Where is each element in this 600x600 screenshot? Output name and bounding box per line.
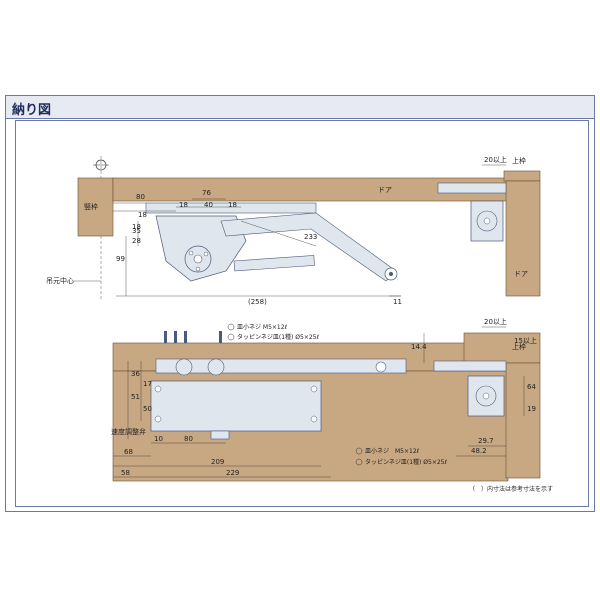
drawing-area: 竪枠 ドア [15, 120, 589, 507]
dim-40: 40 [204, 201, 213, 209]
dim-20b: 20以上 [484, 317, 507, 326]
dim-80b: 80 [184, 435, 193, 443]
dim-76: 76 [202, 189, 211, 197]
dim-258: (258) [248, 298, 267, 306]
side-door-top [505, 180, 541, 297]
dim-15: 15以上 [514, 336, 537, 345]
top-frame-label-2: 上枠 [512, 342, 526, 351]
dim-18b: 18 [228, 201, 237, 209]
dim-209: 209 [211, 458, 224, 466]
dim-229: 229 [226, 469, 239, 477]
dim-64: 64 [527, 383, 536, 391]
dim-50: 50 [143, 405, 152, 413]
dim-17: 17 [143, 380, 152, 388]
dim-20a: 20以上 [484, 155, 507, 164]
top-frame-label: 上枠 [512, 156, 526, 165]
dim-80: 80 [136, 193, 145, 201]
screw-note-2: タッピンネジ皿(1種) Ø5×25ℓ [237, 333, 319, 341]
side-view-bottom: 上枠 20以上 14.4 15以上 64 19 29.7 48.2 [411, 317, 541, 479]
closer-main-body [150, 380, 322, 432]
side-door-bottom [505, 362, 541, 479]
top-view: 竪枠 ドア [46, 156, 509, 306]
dim-18c: 18 [138, 211, 147, 219]
dim-18d: 18 [132, 223, 141, 231]
dim-10: 10 [154, 435, 163, 443]
side-view-top: 上枠 ドア 20以上 [437, 155, 541, 297]
dim-18a: 18 [179, 201, 188, 209]
bottom-view: 36 51 17 50 10 80 68 209 58 229 速度調整弁 皿小… [111, 323, 509, 482]
door-label-2: ドア [514, 270, 528, 278]
screw-note-4: タッピンネジ皿(1種) Ø5×25ℓ [365, 458, 447, 466]
header-bar: 納り図 [6, 96, 594, 119]
hinge-center-label: 吊元中心 [46, 276, 74, 285]
dim-233: 233 [304, 233, 317, 241]
page-title: 納り図 [12, 103, 52, 118]
screw-note-3: 皿小ネジ M5×12ℓ [365, 447, 419, 455]
footnote: （ ）内寸法は参考寸法を示す [469, 485, 553, 493]
dim-99: 99 [116, 255, 125, 263]
dim-29-7: 29.7 [478, 437, 494, 445]
main-arm [220, 212, 397, 282]
dim-58: 58 [121, 469, 130, 477]
drawing-frame: 納り図 竪枠 ドア [5, 95, 595, 512]
dim-35: 35 [132, 227, 141, 235]
screw-note-1: 皿小ネジ M5×12ℓ [237, 323, 287, 331]
installation-diagram: 竪枠 ドア [46, 155, 553, 493]
dim-19: 19 [527, 405, 536, 413]
door-label: ドア [378, 186, 392, 194]
dim-11: 11 [393, 298, 402, 306]
dim-68: 68 [124, 448, 133, 456]
frame-label: 竪枠 [84, 202, 98, 211]
dim-14-4: 14.4 [411, 343, 427, 351]
speed-valve-label: 速度調整弁 [111, 427, 146, 436]
dim-51: 51 [131, 393, 140, 401]
dim-36: 36 [131, 370, 140, 378]
dim-28: 28 [132, 237, 141, 245]
frame-block [77, 177, 114, 237]
dim-48-2: 48.2 [471, 447, 487, 455]
